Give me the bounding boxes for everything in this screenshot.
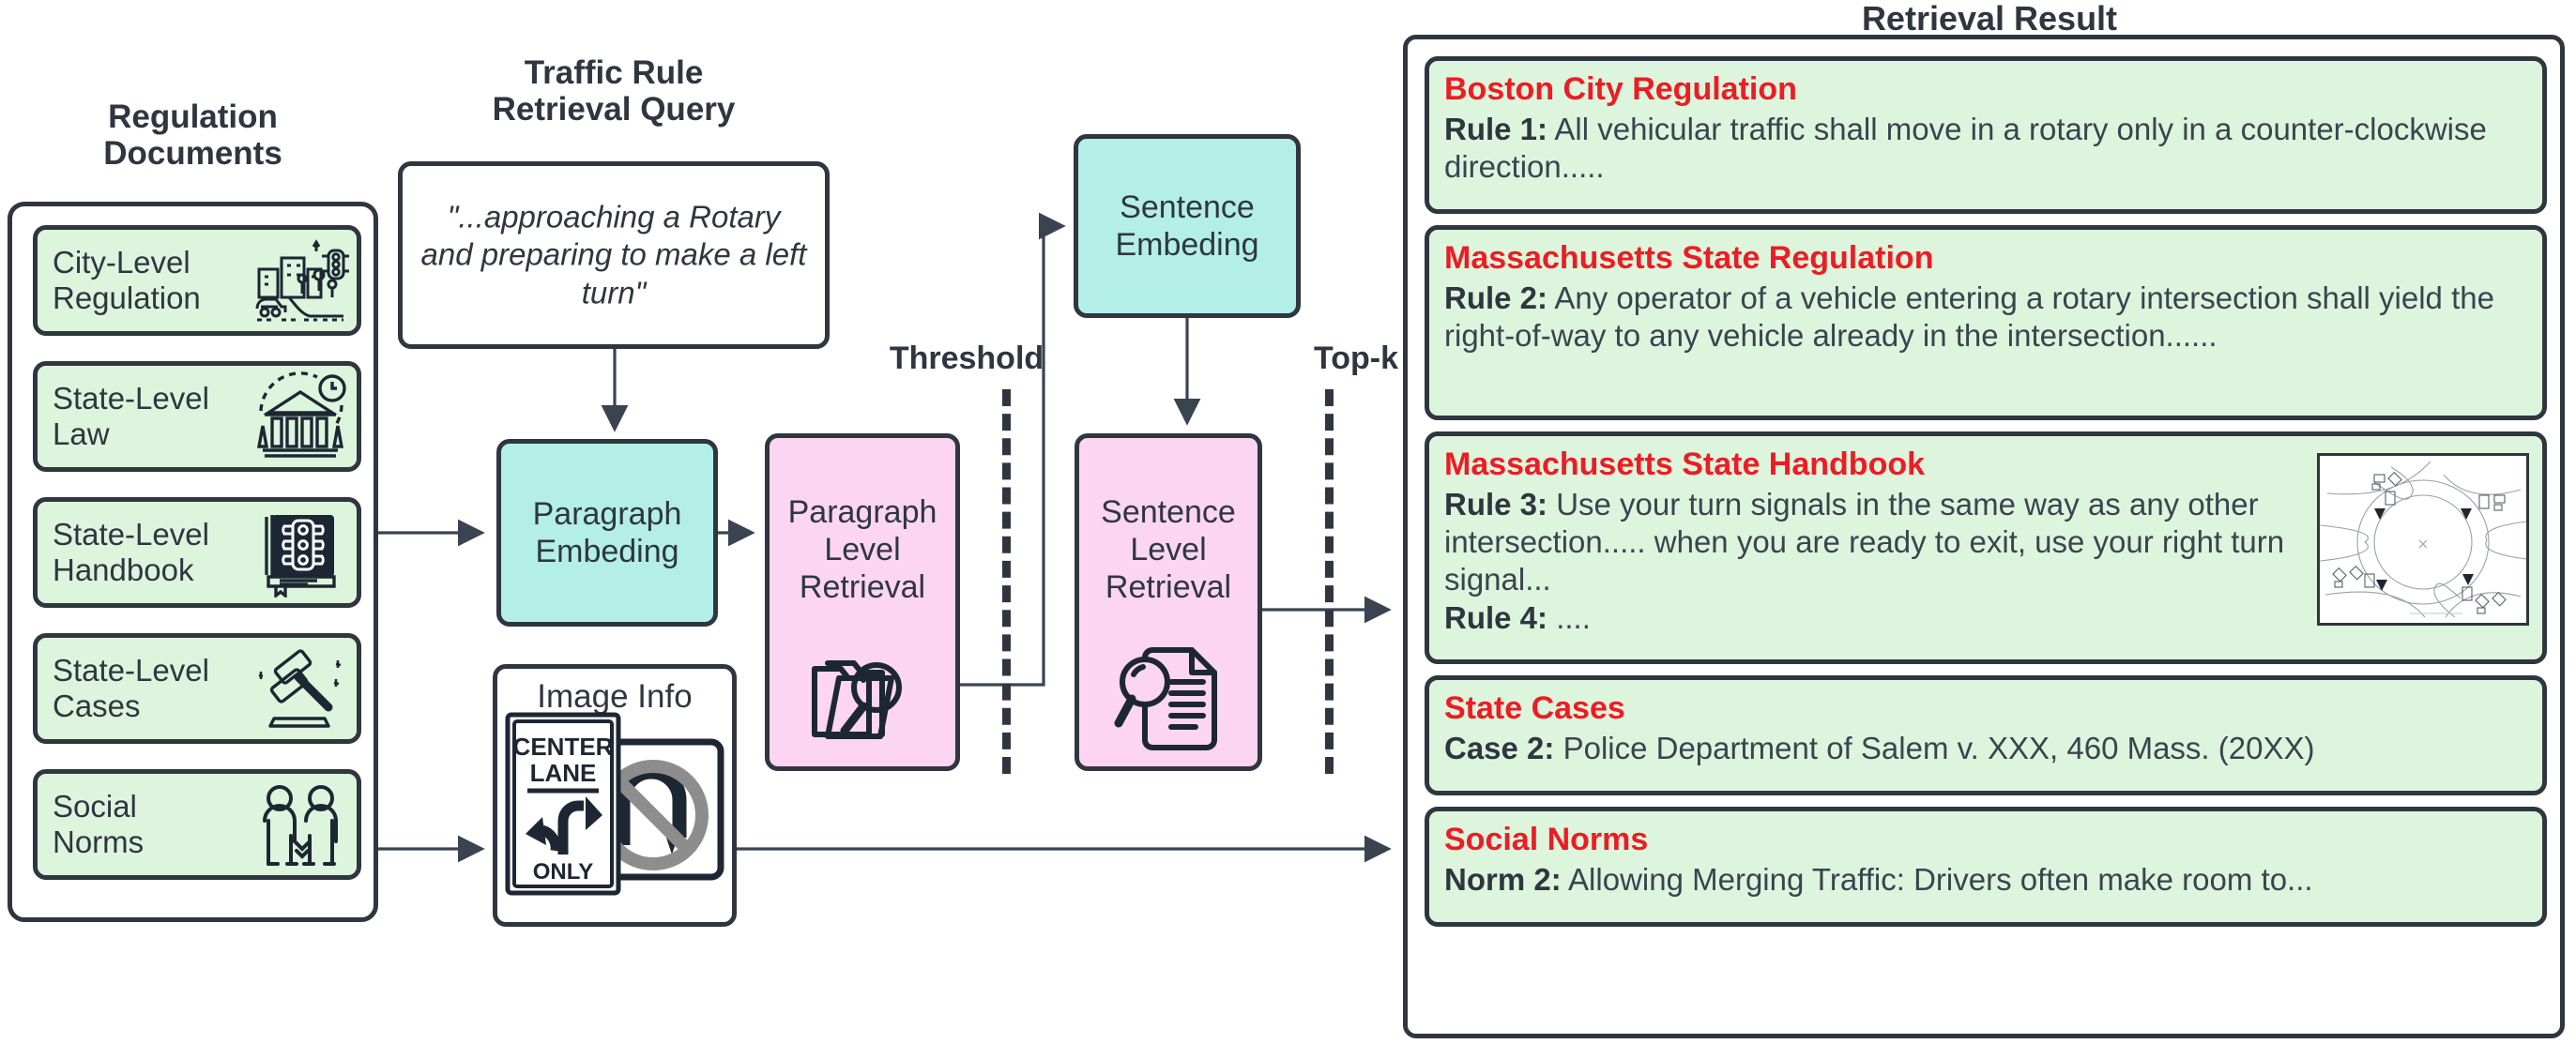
regulation-documents-header: Regulation Documents: [8, 98, 378, 172]
result-source: State Cases: [1444, 690, 1625, 726]
doc-item-state-level-cases[interactable]: State-Level Cases: [33, 633, 361, 744]
result-source: Massachusetts State Handbook: [1444, 446, 1926, 482]
result-rule-label: Rule 3:: [1444, 486, 1548, 522]
center-lane-only-sign-icon: CENTER LANE ONLY: [505, 712, 621, 896]
paragraph-level-retrieval-label: Paragraph Level Retrieval: [787, 493, 937, 606]
threshold-label: Threshold: [889, 340, 1044, 376]
doc-item-label: State-Level Law: [53, 381, 209, 451]
topk-divider: [1325, 389, 1334, 774]
city-traffic-icon: [255, 239, 349, 322]
result-text: Use your turn signals in the same way as…: [1444, 486, 2285, 598]
paragraph-embedding-label: Paragraph Embeding: [532, 495, 682, 569]
image-info-title: Image Info: [537, 678, 693, 715]
result-text: All vehicular traffic shall move in a ro…: [1444, 111, 2487, 185]
doc-item-city-level-regulation[interactable]: City-Level Regulation: [33, 225, 361, 336]
result-text: Any operator of a vehicle entering a rot…: [1444, 280, 2494, 354]
topk-label-wrap: Top-k: [1272, 340, 1440, 376]
traffic-rule-query-box[interactable]: "...approaching a Rotary and preparing t…: [398, 161, 830, 349]
doc-item-state-level-law[interactable]: State-Level Law: [33, 361, 361, 472]
result-body: Rule 1: All vehicular traffic shall move…: [1444, 111, 2527, 187]
folder-search-icon: [812, 660, 902, 739]
result-card-social-norms[interactable]: Social Norms Norm 2: Allowing Merging Tr…: [1425, 807, 2547, 927]
doc-item-label: State-Level Cases: [53, 653, 209, 723]
roundabout-diagram-image: [2317, 453, 2529, 626]
doc-item-label: City-Level Regulation: [53, 245, 201, 315]
result-card-massachusetts-state-regulation[interactable]: Massachusetts State Regulation Rule 2: A…: [1425, 225, 2547, 420]
result-rule-label: Rule 1:: [1444, 111, 1548, 146]
doc-item-label: State-Level Handbook: [53, 517, 209, 587]
result-card-boston-city-regulation[interactable]: Boston City Regulation Rule 1: All vehic…: [1425, 56, 2547, 214]
sentence-level-retrieval-node[interactable]: Sentence Level Retrieval: [1075, 433, 1262, 771]
regulation-documents-title: Regulation Documents: [103, 98, 282, 173]
threshold-label-wrap: Threshold: [863, 340, 1070, 376]
traffic-rule-query-title: Traffic Rule Retrieval Query: [492, 54, 736, 129]
paragraph-embedding-node[interactable]: Paragraph Embeding: [496, 439, 718, 627]
paragraph-level-retrieval-node[interactable]: Paragraph Level Retrieval: [765, 433, 960, 771]
result-rule-label: Norm 2:: [1444, 861, 1562, 897]
document-search-icon: [1114, 647, 1217, 750]
result-rule-label: Rule 2:: [1444, 280, 1548, 315]
retrieval-result-header: Retrieval Result: [1412, 0, 2567, 38]
handshake-people-icon: [263, 785, 338, 866]
threshold-divider: [1002, 389, 1011, 774]
retrieval-result-title: Retrieval Result: [1861, 0, 2118, 38]
result-body: Rule 3: Use your turn signals in the sam…: [1444, 486, 2326, 637]
image-info-box[interactable]: Image Info CENTER LANE ONLY: [493, 664, 737, 927]
topk-label: Top-k: [1313, 340, 1398, 376]
sentence-level-retrieval-label: Sentence Level Retrieval: [1101, 493, 1236, 606]
sign-lane-text: LANE: [530, 759, 597, 787]
sign-only-text: ONLY: [533, 859, 593, 885]
image-info-signs: CENTER LANE ONLY: [505, 712, 734, 920]
result-body: Norm 2: Allowing Merging Traffic: Driver…: [1444, 861, 2527, 899]
doc-item-social-norms[interactable]: Social Norms: [33, 769, 361, 880]
doc-item-label: Social Norms: [53, 789, 145, 859]
sentence-embedding-label: Sentence Embeding: [1115, 189, 1259, 263]
result-text: Police Department of Salem v. XXX, 460 M…: [1562, 730, 2315, 765]
retrieval-result-panel: Boston City Regulation Rule 1: All vehic…: [1403, 35, 2565, 1038]
result-rule-label-2: Rule 4:: [1444, 599, 1548, 635]
result-body: Case 2: Police Department of Salem v. XX…: [1444, 730, 2527, 767]
traffic-rule-query-header: Traffic Rule Retrieval Query: [398, 54, 830, 128]
result-card-state-cases[interactable]: State Cases Case 2: Police Department of…: [1425, 675, 2547, 795]
result-source: Massachusetts State Regulation: [1444, 240, 1934, 276]
result-source: Social Norms: [1444, 822, 1649, 857]
result-card-massachusetts-state-handbook[interactable]: Massachusetts State Handbook Rule 3: Use…: [1425, 431, 2547, 664]
result-text: Allowing Merging Traffic: Drivers often …: [1568, 861, 2313, 897]
sentence-embedding-node[interactable]: Sentence Embeding: [1074, 134, 1301, 318]
result-body: Rule 2: Any operator of a vehicle enteri…: [1444, 280, 2527, 356]
sign-center-text: CENTER: [513, 733, 614, 761]
result-rule-label: Case 2:: [1444, 730, 1555, 765]
doc-item-state-level-handbook[interactable]: State-Level Handbook: [33, 497, 361, 608]
courthouse-icon: [256, 371, 346, 458]
gavel-icon: [258, 649, 342, 728]
result-source: Boston City Regulation: [1444, 71, 1797, 107]
regulation-documents-panel: City-Level Regulation State-Level Law: [8, 202, 378, 922]
traffic-light-book-icon: [265, 515, 336, 598]
result-text-2: ....: [1556, 599, 1591, 635]
query-text: "...approaching a Rotary and preparing t…: [420, 199, 807, 310]
